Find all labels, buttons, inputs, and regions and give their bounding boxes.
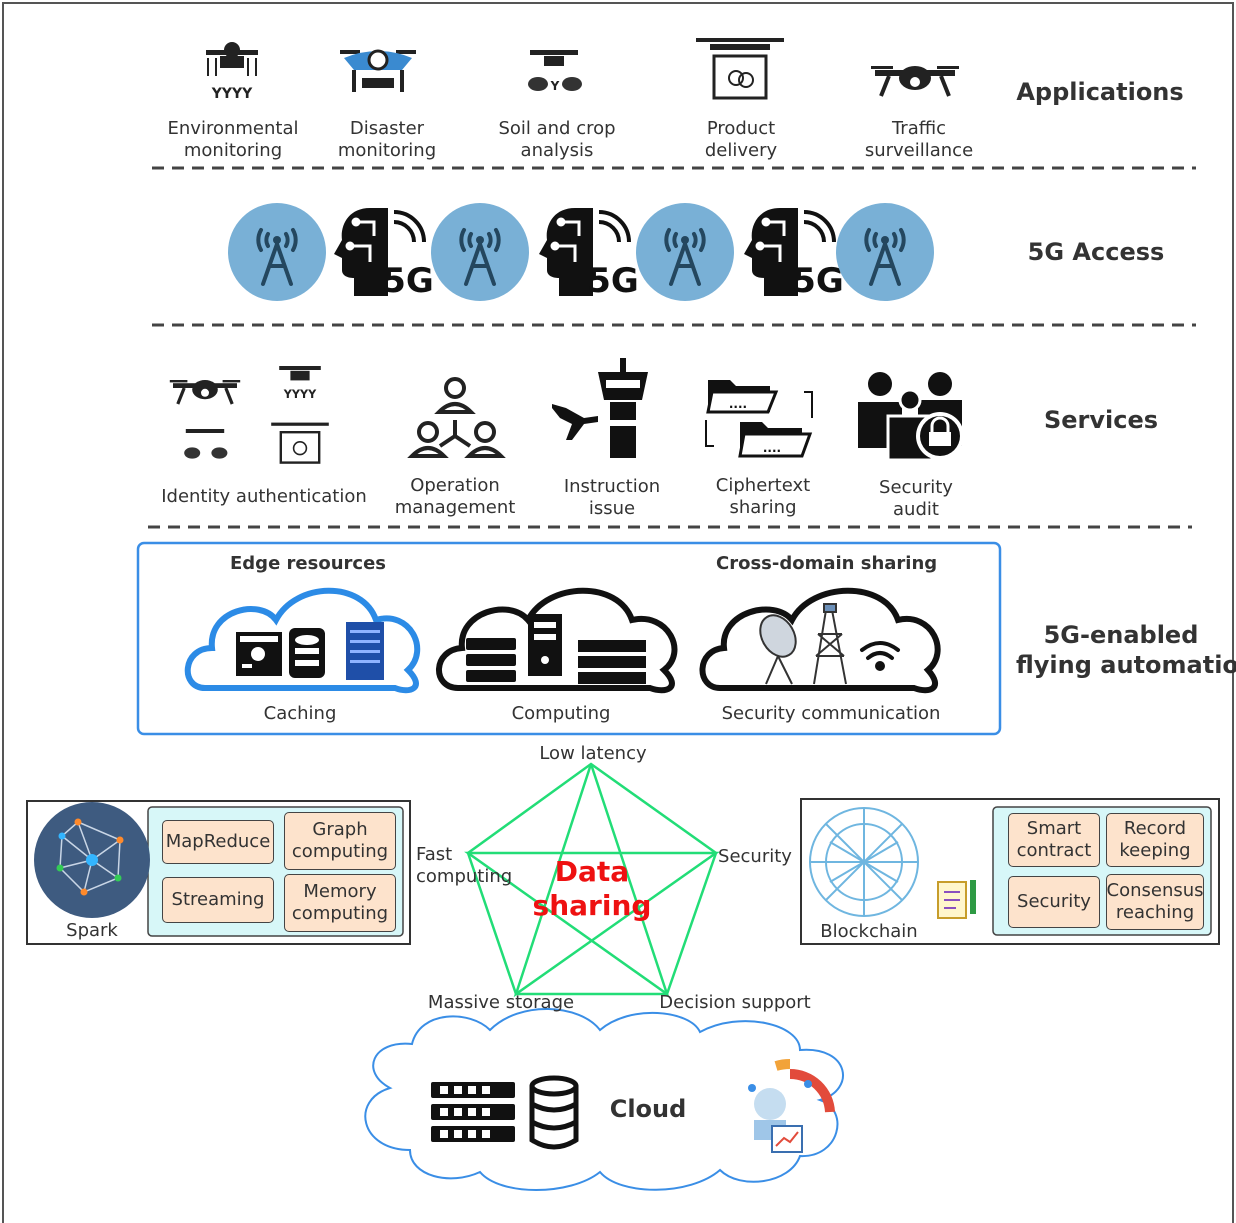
edge-automation-box <box>136 541 1002 736</box>
ai-head-5g-icon <box>742 206 846 303</box>
spark-item-mapreduce: MapReduce <box>162 820 274 864</box>
wifi-icon <box>860 641 900 671</box>
caching-label: Caching <box>263 703 337 724</box>
folder-share-icon: .... .... <box>705 380 813 458</box>
svg-text:....: .... <box>763 441 781 455</box>
ai-head-5g-icon <box>537 206 641 303</box>
spark-item-memory: Memory computing <box>284 874 396 932</box>
blockchain-item-security: Security <box>1008 876 1100 928</box>
drone-group-icon: YYYY <box>168 366 329 464</box>
svg-text:YYYY: YYYY <box>211 86 253 102</box>
delivery-drone-icon <box>696 38 784 100</box>
database-icon <box>289 628 325 678</box>
cell-tower-icon <box>226 201 328 303</box>
pentagon-bottom-left-label: Massive storage <box>427 992 575 1013</box>
layer-title-automation-line1: 5G-enabled <box>1043 621 1199 649</box>
cloud-label: Cloud <box>609 1095 687 1123</box>
layer-title-automation: 5G-enabled flying automation <box>1016 620 1236 680</box>
computing-label: Computing <box>511 703 611 724</box>
layer-title-services: Services <box>1043 406 1159 434</box>
layer-title-5g-access: 5G Access <box>1027 238 1165 266</box>
svg-text:Y: Y <box>550 79 560 93</box>
computing-cloud <box>436 587 678 694</box>
contract-document-icon <box>937 880 976 919</box>
pentagon-right-label: Security <box>718 846 792 867</box>
edge-resources-title: Edge resources <box>230 553 386 574</box>
pentagon-bottom-right-label: Decision support <box>659 992 811 1013</box>
ai-head-5g-icon <box>332 206 436 303</box>
layer-title-applications: Applications <box>1016 78 1184 106</box>
blockchain-item-smart-contract: Smart contract <box>1008 813 1100 867</box>
analytics-head-icon <box>748 1059 835 1153</box>
service-label-identity: Identity authentication <box>161 486 367 507</box>
camera-drone-icon <box>869 64 961 98</box>
cloud-database-icon <box>529 1075 579 1150</box>
layer-title-automation-line2: flying automation <box>1016 651 1236 679</box>
cloud-server-icon <box>431 1082 515 1142</box>
blockchain-item-record-keeping: Record keeping <box>1106 813 1204 867</box>
caching-cloud <box>184 587 421 694</box>
spark-item-graph: Graph computing <box>284 812 396 870</box>
org-chart-icon <box>407 377 506 458</box>
svg-text:YYYY: YYYY <box>283 388 317 401</box>
blockchain-label: Blockchain <box>820 921 918 942</box>
server-rack-icon <box>346 622 384 680</box>
crop-drone-icon: YYYY <box>206 42 258 102</box>
security-communication-label: Security communication <box>721 703 941 724</box>
spark-item-streaming: Streaming <box>162 877 274 923</box>
spray-drone-icon: Y <box>528 50 582 93</box>
blockchain-item-consensus: Consensus reaching <box>1106 874 1204 930</box>
blue-drone-icon <box>340 49 416 92</box>
cell-tower-icon <box>429 201 531 303</box>
server-unit-icon <box>466 638 516 682</box>
security-cloud <box>699 587 941 694</box>
data-sharing-pentagon <box>464 762 720 998</box>
cross-domain-title: Cross-domain sharing <box>716 553 938 574</box>
spark-label: Spark <box>66 920 118 941</box>
cell-tower-icon <box>634 201 736 303</box>
satellite-dish-icon <box>759 614 797 685</box>
user-lock-icon <box>858 372 964 462</box>
server-monitor-icon <box>236 632 282 676</box>
cloud-shape <box>364 1008 844 1191</box>
pentagon-top-label: Low latency <box>539 743 647 764</box>
control-tower-icon <box>552 358 648 458</box>
blockchain-network-icon <box>809 807 919 917</box>
spark-graph-icon <box>34 802 150 918</box>
computer-tower-icon <box>528 614 562 676</box>
radio-tower-icon <box>813 603 847 685</box>
cell-tower-icon <box>834 201 936 303</box>
svg-text:....: .... <box>729 397 747 411</box>
server-stack-icon <box>578 640 646 684</box>
